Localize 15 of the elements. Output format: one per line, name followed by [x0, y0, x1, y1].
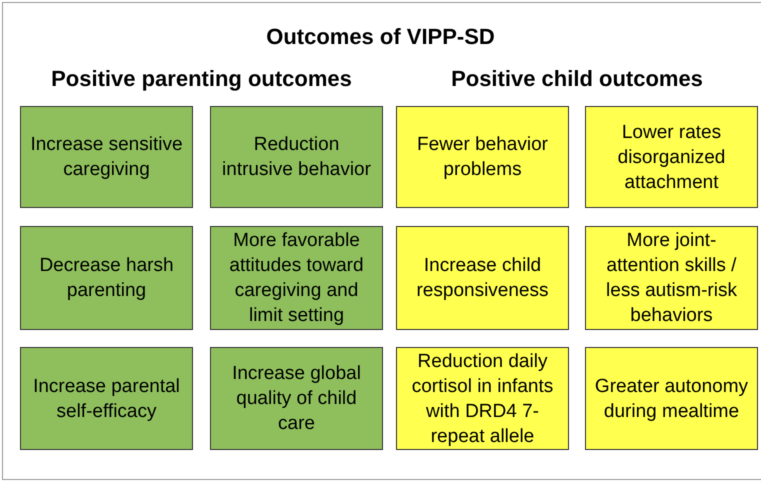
- outcome-box: Increase child responsiveness: [396, 226, 569, 330]
- outcome-box: Increase parental self-efficacy: [20, 347, 193, 450]
- outcome-box: Fewer behavior problems: [396, 106, 569, 208]
- outcome-box: Reduction daily cortisol in infants with DRD4 7-repeat allele: [396, 347, 569, 450]
- group-heading: Positive child outcomes: [450, 66, 704, 92]
- outcome-box: More joint-attention skills / less autism-risk behaviors: [585, 226, 758, 330]
- outcome-box: Increase global quality of child care: [210, 347, 383, 450]
- diagram-title: Outcomes of VIPP-SD: [265, 24, 496, 50]
- outcome-box: Greater autonomy during mealtime: [585, 347, 758, 450]
- outcome-box: Lower rates disorganized attachment: [585, 106, 758, 208]
- outcome-box: Increase sensitive caregiving: [20, 106, 193, 208]
- outcome-box: Reduction intrusive behavior: [210, 106, 383, 208]
- group-heading: Positive parenting outcomes: [50, 66, 353, 92]
- outcome-box: Decrease harsh parenting: [20, 226, 193, 330]
- outcome-box: More favorable attitudes toward caregiving and limit setting: [210, 226, 383, 330]
